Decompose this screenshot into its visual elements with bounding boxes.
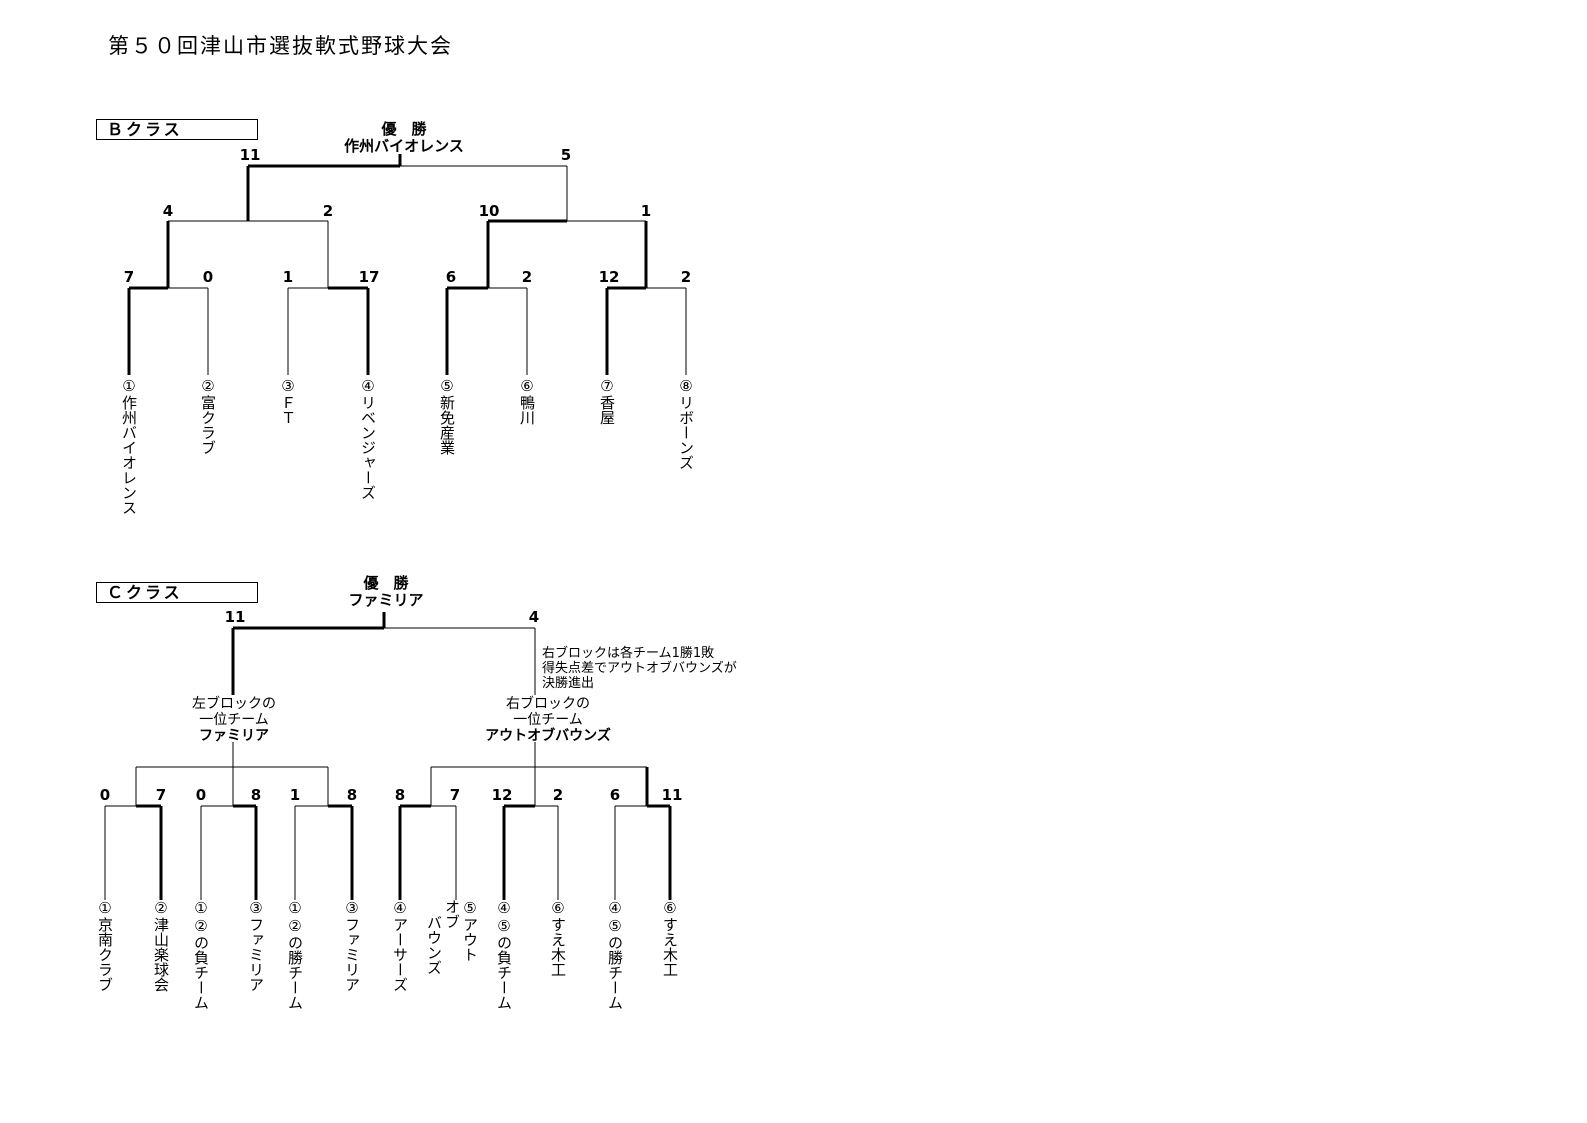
- b-team-3: ③ＦＴ: [279, 377, 297, 425]
- b-first-score: 0: [202, 268, 214, 286]
- b-team-2: ②富クラブ: [199, 377, 217, 455]
- c-team: ⑥すえ木工: [661, 899, 679, 977]
- c-team: ⑥すえ木工: [549, 899, 567, 977]
- b-semi-score: 2: [322, 202, 334, 220]
- c-first-score: 11: [661, 786, 683, 804]
- c-first-score: 7: [155, 786, 167, 804]
- b-first-score: 12: [598, 268, 620, 286]
- b-first-score: 17: [358, 268, 380, 286]
- c-champion-team: ファミリア: [348, 591, 424, 609]
- b-semi-score: 1: [640, 202, 652, 220]
- c-team: ④⑤の勝チーム: [606, 899, 624, 1010]
- c-team-out-of-bounds: ⑤アウト オブ バウンズ: [425, 899, 479, 975]
- c-first-score: 8: [394, 786, 406, 804]
- b-first-score: 1: [282, 268, 294, 286]
- b-first-score: 2: [680, 268, 692, 286]
- b-semi-score: 10: [478, 202, 500, 220]
- b-team-4: ④リベンジャーズ: [359, 377, 377, 500]
- c-team: ④⑤の負チーム: [495, 899, 513, 1010]
- c-team: ①京南クラブ: [96, 899, 114, 992]
- b-final-score: 5: [560, 146, 572, 164]
- b-semi-score: 4: [162, 202, 174, 220]
- b-first-score: 7: [123, 268, 135, 286]
- b-team-8: ⑧リボーンズ: [677, 377, 695, 470]
- b-first-score: 6: [445, 268, 457, 286]
- b-team-7: ⑦香屋: [598, 377, 616, 425]
- c-first-score: 12: [491, 786, 513, 804]
- c-final-score: 4: [528, 608, 540, 626]
- c-first-score: 8: [346, 786, 358, 804]
- c-first-score: 1: [289, 786, 301, 804]
- b-team-6: ⑥鴨川: [518, 377, 536, 425]
- c-right-block-label: 右ブロックの 一位チーム アウトオブバウンズ: [485, 696, 611, 744]
- c-team: ①②の勝チーム: [286, 899, 304, 1010]
- page-title: 第５０回津山市選抜軟式野球大会: [108, 34, 453, 58]
- c-team: ①②の負チーム: [192, 899, 210, 1010]
- c-first-score: 7: [449, 786, 461, 804]
- b-champion-team: 作州バイオレンス: [344, 137, 464, 155]
- c-first-score: 0: [195, 786, 207, 804]
- c-team: ③ファミリア: [247, 899, 265, 992]
- b-team-1: ①作州バイオレンス: [120, 377, 138, 515]
- c-first-score: 2: [552, 786, 564, 804]
- c-team: ④アーサーズ: [391, 899, 409, 992]
- c-first-score: 8: [250, 786, 262, 804]
- c-class-label: Ｃクラス: [96, 582, 258, 603]
- c-champion-heading: 優 勝 ファミリア: [348, 575, 423, 609]
- c-final-score: 11: [224, 608, 246, 626]
- b-team-5: ⑤新免産業: [438, 377, 456, 455]
- c-first-score: 6: [609, 786, 621, 804]
- c-first-score: 0: [99, 786, 111, 804]
- b-class-label: Ｂクラス: [96, 119, 258, 140]
- c-right-block-note: 右ブロックは各チーム1勝1敗 得失点差でアウトオブバウンズが 決勝進出: [542, 646, 737, 691]
- c-team: ③ファミリア: [343, 899, 361, 992]
- b-final-score: 11: [239, 146, 261, 164]
- b-champion-label: 優 勝: [381, 120, 427, 138]
- b-first-score: 2: [521, 268, 533, 286]
- c-champion-label: 優 勝: [363, 574, 409, 592]
- c-left-block-label: 左ブロックの 一位チーム ファミリア: [192, 696, 276, 744]
- b-champion-heading: 優 勝 作州バイオレンス: [344, 121, 464, 155]
- c-team: ②津山楽球会: [152, 899, 170, 992]
